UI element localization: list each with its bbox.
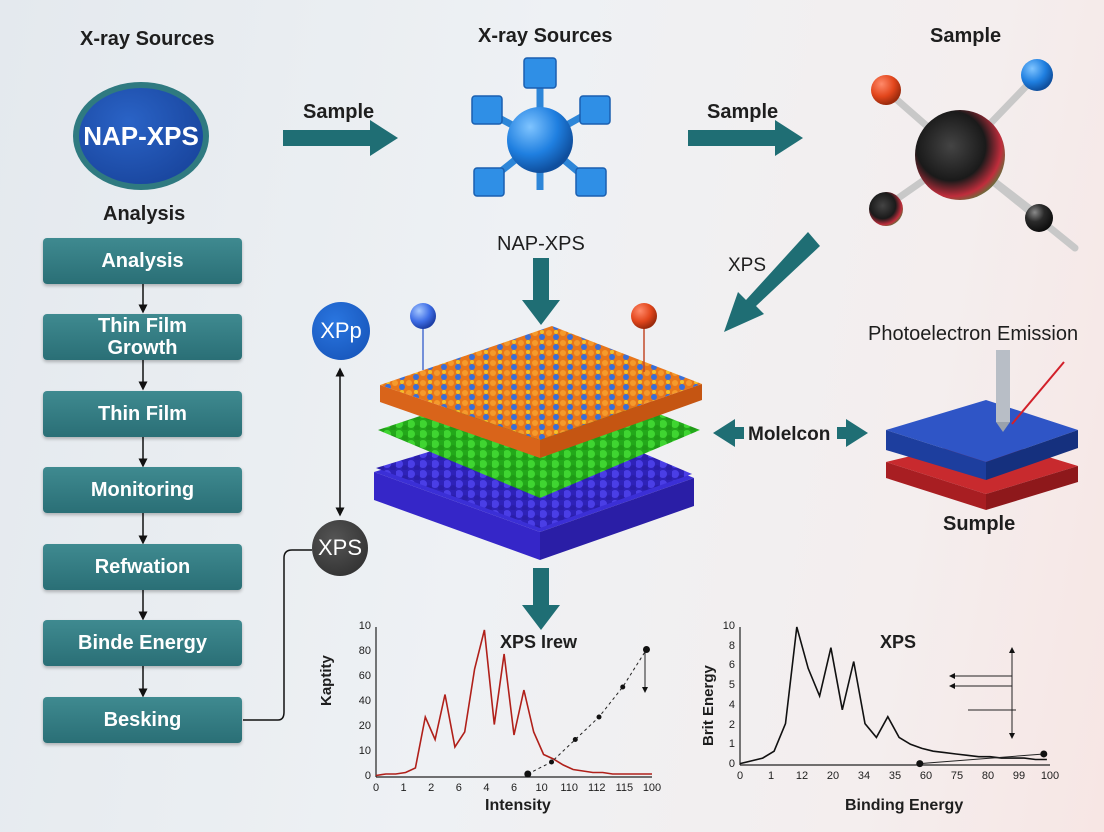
chart1-xlabel: Intensity [485, 797, 551, 814]
top-left-label: X-ray Sources [80, 28, 215, 50]
chart2-y-tick-label: 2 [728, 718, 735, 731]
chart2-x-tick-label: 99 [1012, 770, 1026, 782]
nap-xps-ellipse: NAP-XPS [73, 82, 209, 190]
chart2-x-tick-label: 35 [888, 770, 902, 782]
chart2-x-tick-label: 20 [826, 770, 840, 782]
chart2-y-tick-label: 0 [728, 758, 735, 770]
chart1-plot [375, 629, 652, 778]
chart1-x-tick-label: 6 [510, 782, 518, 794]
chart1-x-tick-label: 112 [588, 782, 606, 794]
chart1-y-tick-label: 10 [358, 745, 371, 757]
sumple-label: Sumple [943, 513, 1016, 535]
arrow1-label: Sample [303, 101, 375, 123]
sample-block-icon [886, 350, 1078, 510]
chart1-x-tick-label: 110 [560, 782, 578, 794]
chart1-x-tick-label: 2 [428, 782, 435, 794]
chart1-series-2-point [549, 759, 555, 765]
layered-film-icon [374, 303, 702, 560]
chart1-series-2-point [620, 684, 626, 690]
nap-xps-label: NAP-XPS [497, 233, 585, 255]
sample-molecule-icon [869, 59, 1079, 252]
chart1-y-tick-label: 40 [358, 695, 371, 707]
xps-circle: XPS [312, 520, 368, 576]
chart2-x-tick-label: 60 [919, 770, 933, 782]
chart1-axes [375, 627, 652, 778]
chart2-axes [739, 627, 1050, 766]
arrow2-label: Sample [707, 101, 779, 123]
nap-xps-ellipse-text: NAP-XPS [79, 88, 203, 184]
molelcon-label: Molelcon [748, 424, 831, 445]
chart1-y-tick-label: 80 [358, 645, 371, 657]
chart2-x-tick-label: 75 [950, 770, 964, 782]
chart2-x-tick-label: 12 [795, 770, 809, 782]
analysis-heading: Analysis [103, 203, 186, 225]
chart2-plot [739, 626, 1048, 768]
chart2-x-tick-label: 1 [767, 770, 775, 782]
top-right-label: Sample [930, 25, 1002, 47]
flow-step-thin-film-growth: Thin Film Growth [43, 314, 242, 360]
flow-step-besking: Besking [43, 697, 242, 743]
chart1-y-tick-label: 20 [358, 720, 371, 732]
chart1-x-tick-label: 1 [400, 782, 407, 794]
chart1-y-tick-label: 60 [358, 670, 371, 682]
chart2-y-tick-label: 1 [728, 738, 735, 751]
chart1-series-2-point [642, 646, 650, 653]
chart2-y-tick-label: 6 [728, 659, 735, 672]
chart2-title: XPS [880, 632, 917, 652]
chart1-y-tick-label: 10 [358, 620, 371, 632]
chart2-series-2-point [1040, 750, 1048, 758]
teal-arrows [283, 120, 868, 630]
chart2-y-tick-label: 4 [728, 698, 735, 711]
chart1-series-2-point [572, 737, 578, 742]
chart2-series-2-line [919, 753, 1044, 765]
chart2-series-2-point [916, 760, 924, 768]
chart2-x-tick-label: 80 [981, 770, 995, 782]
xps-arrow-label: XPS [728, 255, 767, 276]
chart2-x-tick-label: 0 [736, 770, 744, 782]
molecule-icon [471, 57, 611, 197]
chart1-x-tick-label: 6 [455, 782, 462, 794]
chart1-x-tick-label: 4 [483, 782, 490, 794]
xpp-circle: XPp [312, 302, 370, 360]
chart1-title: XPS Irew [500, 632, 578, 652]
chart2-y-tick-label: 5 [728, 679, 735, 692]
chart1-series-2-point [596, 714, 602, 720]
chart1-x-tick-label: 0 [372, 782, 380, 794]
chart1-x-tick-label: 115 [615, 782, 634, 794]
chart1-ylabel: Kaptity [318, 655, 335, 706]
chart1-x-tick-label: 100 [642, 782, 662, 794]
chart1-y-tick-label: 0 [364, 770, 371, 782]
chart2-annotations [949, 647, 1016, 739]
chart2-y-tick-label: 10 [722, 620, 735, 632]
chart1-series-2-point [524, 770, 532, 778]
flow-step-monitoring: Monitoring [43, 467, 242, 513]
chart2-y-tick-label: 8 [728, 639, 735, 652]
top-center-label: X-ray Sources [478, 25, 613, 47]
chart2-x-tick-label: 34 [857, 770, 871, 782]
photoelectron-label: Photoelectron Emission [868, 323, 1079, 345]
chart2-xlabel: Binding Energy [845, 797, 964, 814]
flow-step-analysis: Analysis [43, 238, 242, 284]
chart1-x-tick-label: 10 [535, 782, 548, 794]
chart2-x-tick-label: 100 [1040, 770, 1060, 782]
chart1-series-1-line [375, 629, 652, 777]
flow-connectors [138, 284, 345, 721]
flow-step-refwation: Refwation [43, 544, 242, 590]
flow-step-binde-energy: Binde Energy [43, 620, 242, 666]
flow-step-thin-film: Thin Film [43, 391, 242, 437]
